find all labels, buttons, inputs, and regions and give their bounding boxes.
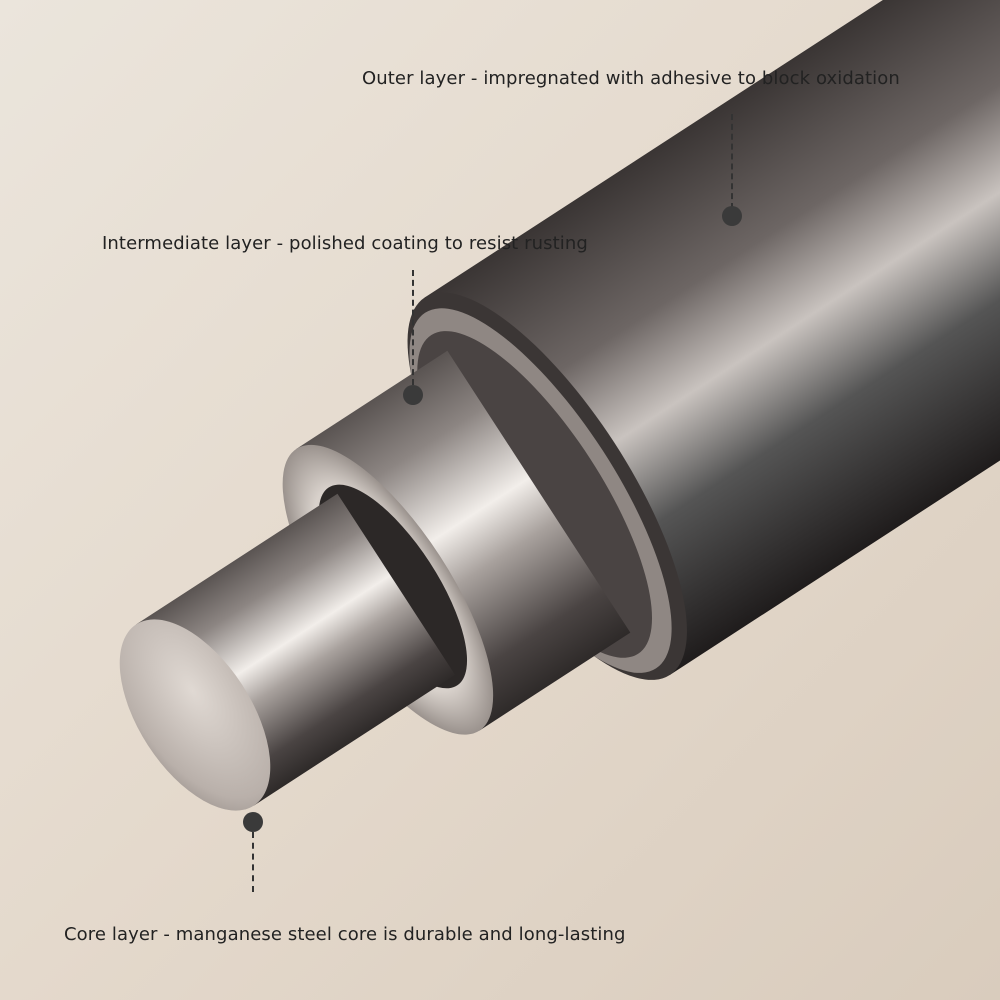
intermediate-layer-marker bbox=[403, 385, 423, 405]
outer-layer-label: Outer layer - impregnated with adhesive … bbox=[362, 68, 900, 89]
core-layer bbox=[119, 493, 456, 811]
core-layer-leader-line bbox=[252, 832, 254, 892]
outer-layer-leader-line bbox=[731, 114, 733, 209]
core-layer-marker bbox=[243, 812, 263, 832]
outer-layer-marker bbox=[722, 206, 742, 226]
intermediate-layer-label: Intermediate layer - polished coating to… bbox=[102, 233, 588, 254]
core-layer-label: Core layer - manganese steel core is dur… bbox=[64, 924, 626, 945]
intermediate-layer-leader-line bbox=[412, 270, 414, 385]
